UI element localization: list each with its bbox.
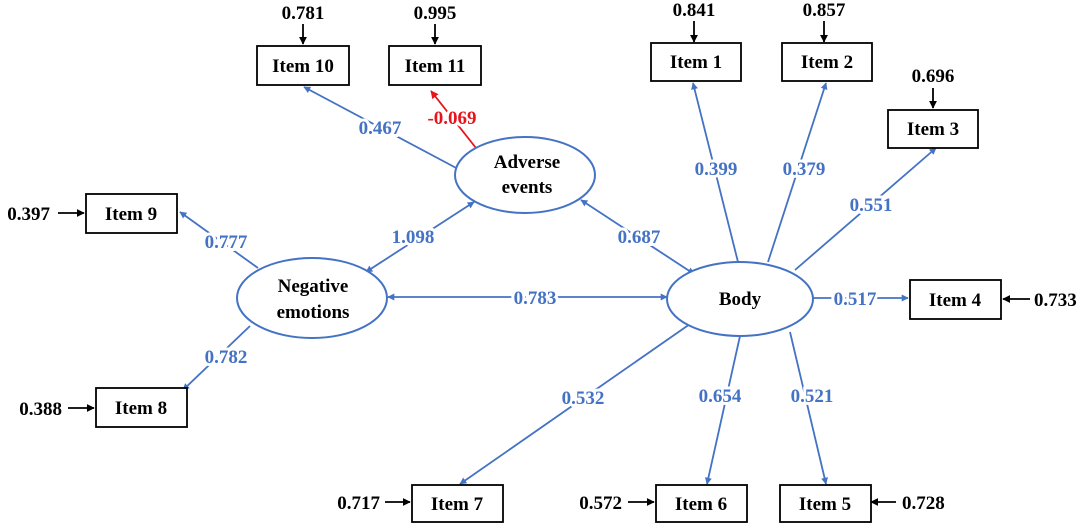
coef-body-item6: 0.654: [699, 386, 742, 407]
error-label-item4: 0.733: [1034, 290, 1077, 311]
coef-negative-item9: 0.777: [205, 232, 248, 253]
path-body-item1: [691, 82, 739, 263]
item-box-6: [655, 484, 748, 523]
error-label-item2: 0.857: [803, 0, 846, 21]
item-box-8: [95, 387, 188, 428]
latent-negative-line2: emotions: [277, 302, 350, 323]
coef-body-item1: 0.399: [695, 159, 738, 180]
coefficient-labels: 0.467 -0.069 0.777 0.782 1.098 0.687 0.7…: [202, 105, 896, 412]
item-box-10: [256, 45, 350, 86]
path-body-item7: [459, 323, 691, 485]
coef-adverse-item10: 0.467: [359, 118, 402, 139]
path-negative-item8: [182, 325, 251, 391]
coef-body-item3: 0.551: [850, 195, 893, 216]
item-box-5: [779, 484, 872, 523]
item-box-9: [85, 193, 178, 234]
item-box-4: [909, 279, 1002, 320]
error-label-item6: 0.572: [579, 493, 622, 514]
coef-negative-body: 0.783: [514, 288, 557, 309]
coef-body-item4: 0.517: [834, 289, 877, 310]
error-label-item10: 0.781: [282, 3, 325, 24]
latent-body: Body: [666, 261, 814, 337]
item-label-4: Item 4: [929, 290, 982, 311]
coef-adverse-item11: -0.069: [427, 108, 476, 129]
paths: [179, 82, 937, 485]
latent-adverse-line2: events: [502, 177, 553, 198]
coef-negative-item8: 0.782: [205, 347, 248, 368]
item-label-7: Item 7: [431, 494, 484, 515]
latent-adverse-line1: Adverse: [494, 152, 560, 173]
item-label-3: Item 3: [907, 119, 959, 140]
item-label-11: Item 11: [405, 56, 466, 77]
item-label-8: Item 8: [115, 398, 167, 419]
items: [85, 42, 1002, 523]
error-label-item1: 0.841: [673, 0, 716, 21]
error-label-item8: 0.388: [19, 399, 62, 420]
latent-body-ellipse: [666, 261, 814, 337]
error-label-item5: 0.728: [902, 493, 945, 514]
item-box-1: [650, 42, 742, 82]
path-adverse-item11: [430, 90, 477, 149]
latent-negative-ellipse: [236, 257, 388, 339]
coef-adverse-body: 0.687: [618, 227, 661, 248]
error-labels: 0.781 0.995 0.841 0.857 0.696 0.733 0.72…: [7, 0, 1077, 514]
corr-adverse-body: [580, 199, 695, 275]
path-body-item5: [789, 331, 828, 485]
path-body-item6: [704, 335, 741, 485]
coef-adverse-negative: 1.098: [392, 227, 435, 248]
error-label-item7: 0.717: [337, 493, 380, 514]
path-negative-item9: [179, 211, 259, 269]
latent-body-label: Body: [719, 289, 762, 310]
item-label-2: Item 2: [801, 52, 853, 73]
path-body-item3: [794, 147, 937, 271]
corr-adverse-negative: [365, 201, 475, 273]
item-label-6: Item 6: [675, 494, 727, 515]
latent-negative-line1: Negative: [278, 276, 349, 297]
item-box-2: [781, 42, 873, 82]
item-label-1: Item 1: [670, 52, 722, 73]
latent-adverse: Adverse events: [454, 136, 596, 214]
coef-body-item7: 0.532: [562, 388, 605, 409]
error-label-item3: 0.696: [912, 66, 955, 87]
path-adverse-item10: [303, 86, 461, 171]
latent-negative: Negative emotions: [236, 257, 388, 339]
item-label-5: Item 5: [799, 494, 851, 515]
item-label-10: Item 10: [272, 56, 334, 77]
coef-body-item5: 0.521: [791, 386, 834, 407]
error-label-item11: 0.995: [414, 3, 457, 24]
path-body-item2: [767, 82, 828, 263]
coef-body-item2: 0.379: [783, 159, 826, 180]
item-label-9: Item 9: [105, 204, 157, 225]
item-box-3: [887, 109, 979, 149]
error-arrows: [58, 21, 1030, 506]
item-labels: Item 10 Item 11 Item 1 Item 2 Item 3 Ite…: [105, 52, 982, 515]
latent-adverse-ellipse: [454, 136, 596, 214]
error-label-item9: 0.397: [7, 204, 50, 225]
item-box-7: [411, 484, 504, 523]
item-box-11: [388, 45, 482, 86]
